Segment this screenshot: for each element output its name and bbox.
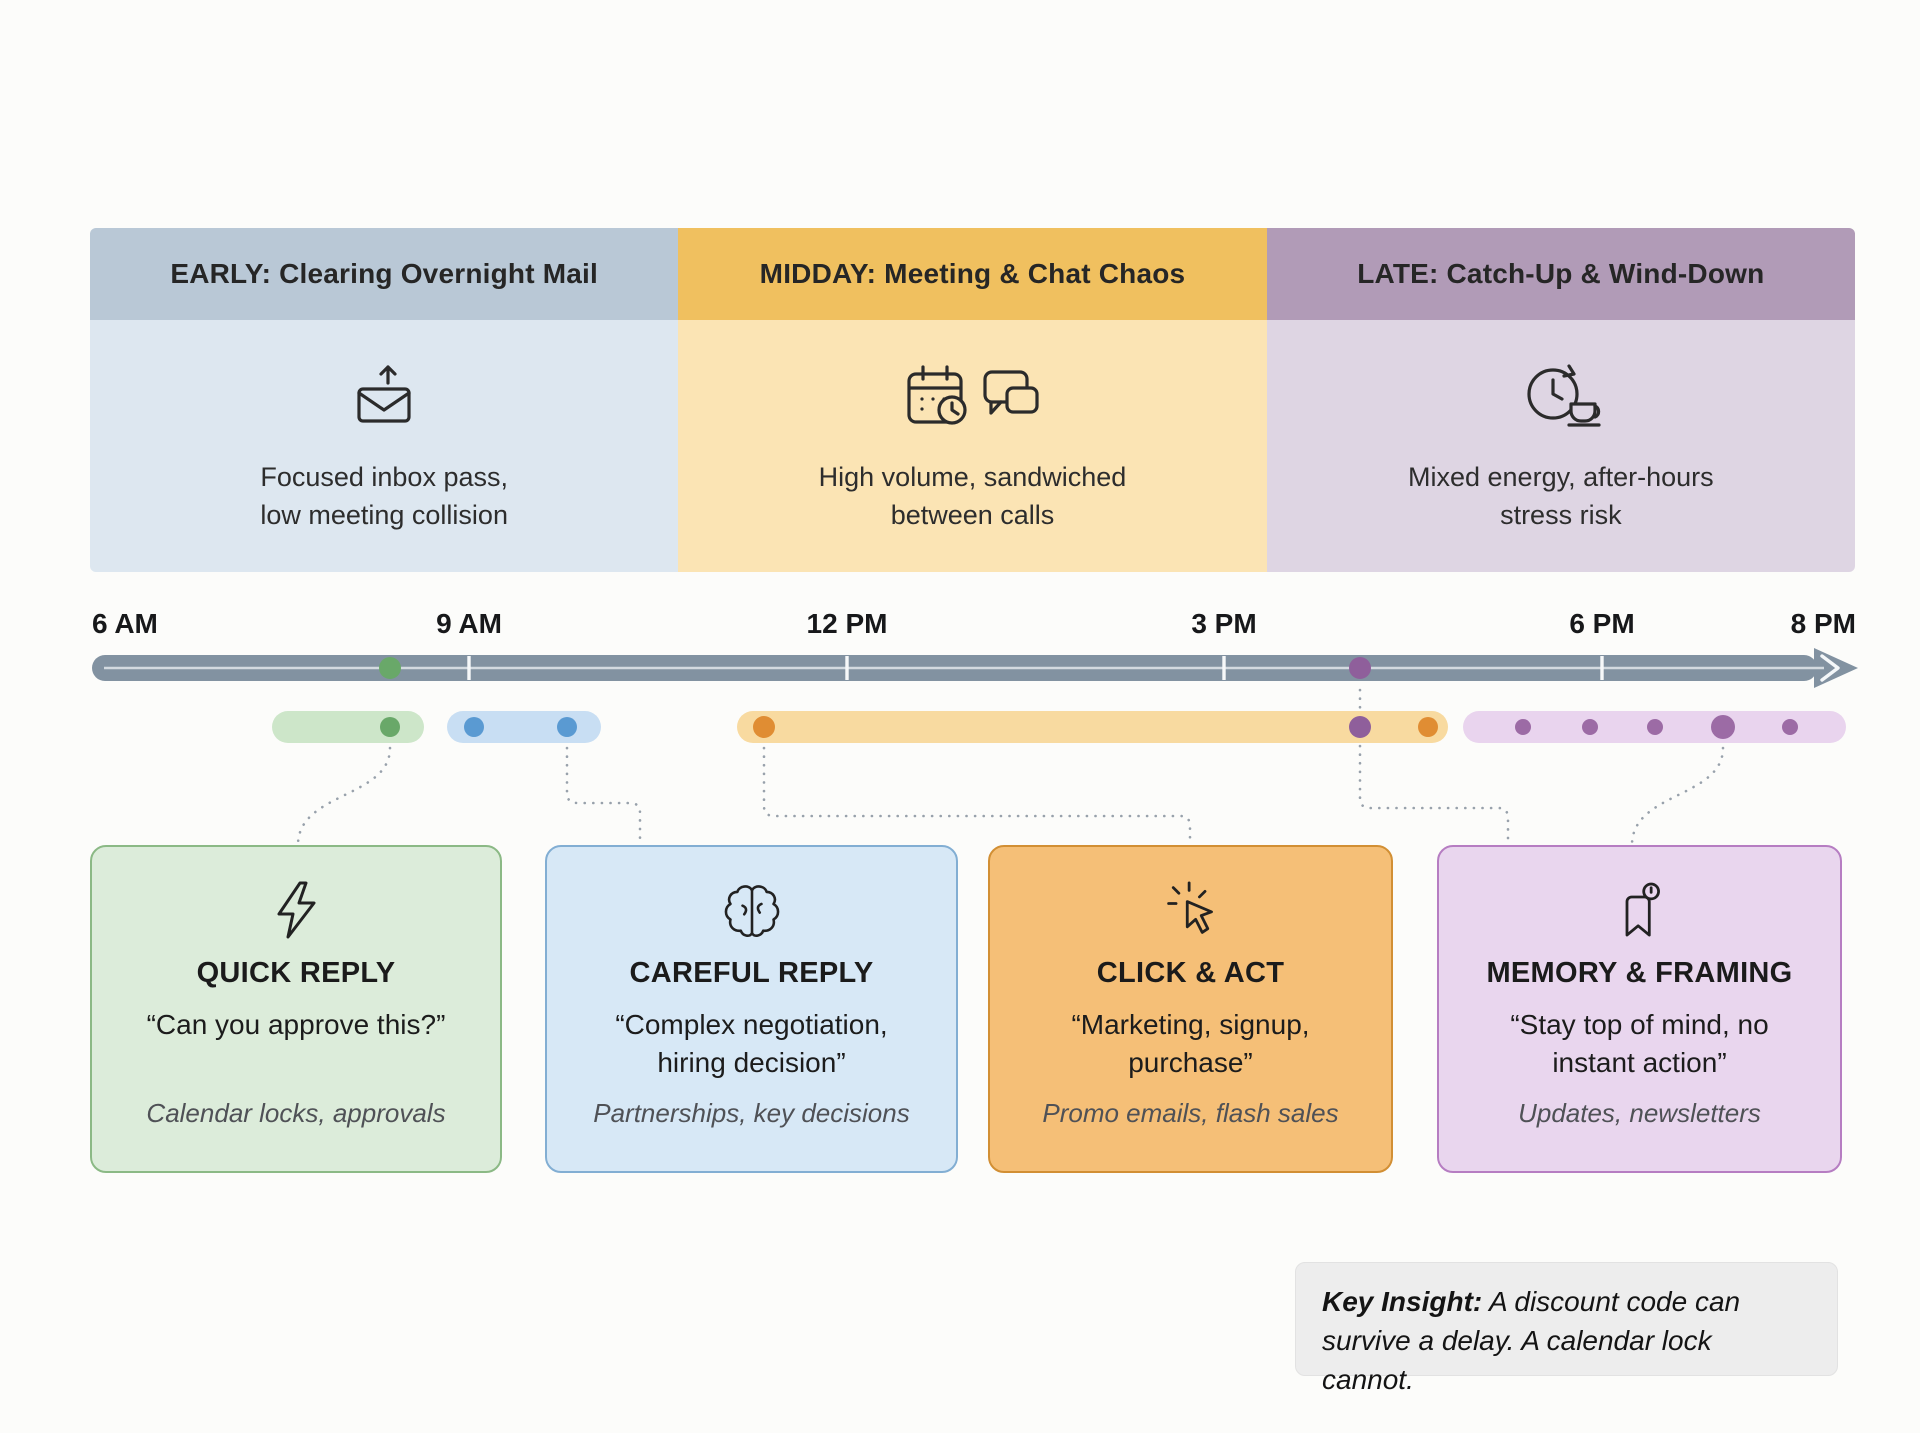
- mail-outbox-icon: [346, 354, 422, 436]
- calendar-chat-icon: [905, 354, 1040, 436]
- time-label-3pm: 3 PM: [1191, 608, 1257, 639]
- lightning-icon: [92, 877, 500, 943]
- time-label-9am: 9 AM: [436, 608, 502, 639]
- card-memory-framing: MEMORY & FRAMING “Stay top of mind, no i…: [1437, 845, 1842, 1173]
- card-click-act: CLICK & ACT “Marketing, signup, purchase…: [988, 845, 1393, 1173]
- time-label-8pm: 8 PM: [1790, 608, 1856, 639]
- card-quick-reply: QUICK REPLY “Can you approve this?” Cale…: [90, 845, 502, 1173]
- card-careful-reply: CAREFUL REPLY “Complex negotiation, hiri…: [545, 845, 958, 1173]
- phase-midday: MIDDAY: Meeting & Chat Chaos: [678, 228, 1267, 572]
- card-title: CAREFUL REPLY: [629, 957, 874, 989]
- bookmark-idea-icon: [1439, 877, 1840, 943]
- activity-dots: [380, 715, 1798, 739]
- dotted-connectors: [296, 688, 1725, 847]
- phase-early-title: EARLY: Clearing Overnight Mail: [90, 228, 679, 320]
- timeline-ticks: [467, 656, 1604, 680]
- phase-late-description: Mixed energy, after-hours stress risk: [1408, 462, 1714, 531]
- early-send-marker: [379, 657, 401, 679]
- brain-icon: [547, 877, 956, 943]
- key-insight-text: A discount code can survive a delay. A c…: [1322, 1286, 1741, 1396]
- time-label-6am: 6 AM: [92, 608, 158, 639]
- phase-late-title: LATE: Catch-Up & Wind-Down: [1266, 228, 1855, 320]
- phase-late: LATE: Catch-Up & Wind-Down Mixed energy,…: [1266, 228, 1855, 572]
- card-quote: “Marketing, signup, purchase”: [1071, 1009, 1310, 1078]
- phase-early-description: Focused inbox pass, low meeting collisio…: [260, 462, 508, 531]
- card-title: CLICK & ACT: [1096, 957, 1285, 989]
- phase-midday-description: High volume, sandwiched between calls: [818, 462, 1127, 531]
- day-phase-strip: EARLY: Clearing Overnight Mail Focused i…: [90, 228, 1855, 572]
- time-label-6pm: 6 PM: [1569, 608, 1635, 639]
- card-examples: Calendar locks, approvals: [146, 1098, 446, 1128]
- card-quote: “Can you approve this?”: [146, 1009, 446, 1040]
- key-insight-label: Key Insight:: [1322, 1286, 1483, 1317]
- card-examples: Updates, newsletters: [1518, 1098, 1761, 1128]
- phase-early: EARLY: Clearing Overnight Mail Focused i…: [90, 228, 679, 572]
- card-examples: Promo emails, flash sales: [1042, 1098, 1339, 1128]
- phase-midday-title: MIDDAY: Meeting & Chat Chaos: [678, 228, 1267, 320]
- clock-coffee-icon: [1517, 354, 1605, 436]
- card-title: QUICK REPLY: [196, 957, 396, 989]
- card-title: MEMORY & FRAMING: [1486, 957, 1793, 989]
- cursor-click-icon: [990, 877, 1391, 943]
- key-insight-box: Key Insight: A discount code can survive…: [1295, 1262, 1838, 1395]
- card-quote: “Complex negotiation, hiring decision”: [615, 1009, 888, 1078]
- time-label-12pm: 12 PM: [806, 608, 888, 639]
- click-act-band: [737, 711, 1448, 743]
- card-examples: Partnerships, key decisions: [593, 1098, 910, 1128]
- quick-reply-band: [272, 711, 424, 743]
- card-quote: “Stay top of mind, no instant action”: [1510, 1009, 1769, 1078]
- late-send-marker: [1349, 657, 1371, 679]
